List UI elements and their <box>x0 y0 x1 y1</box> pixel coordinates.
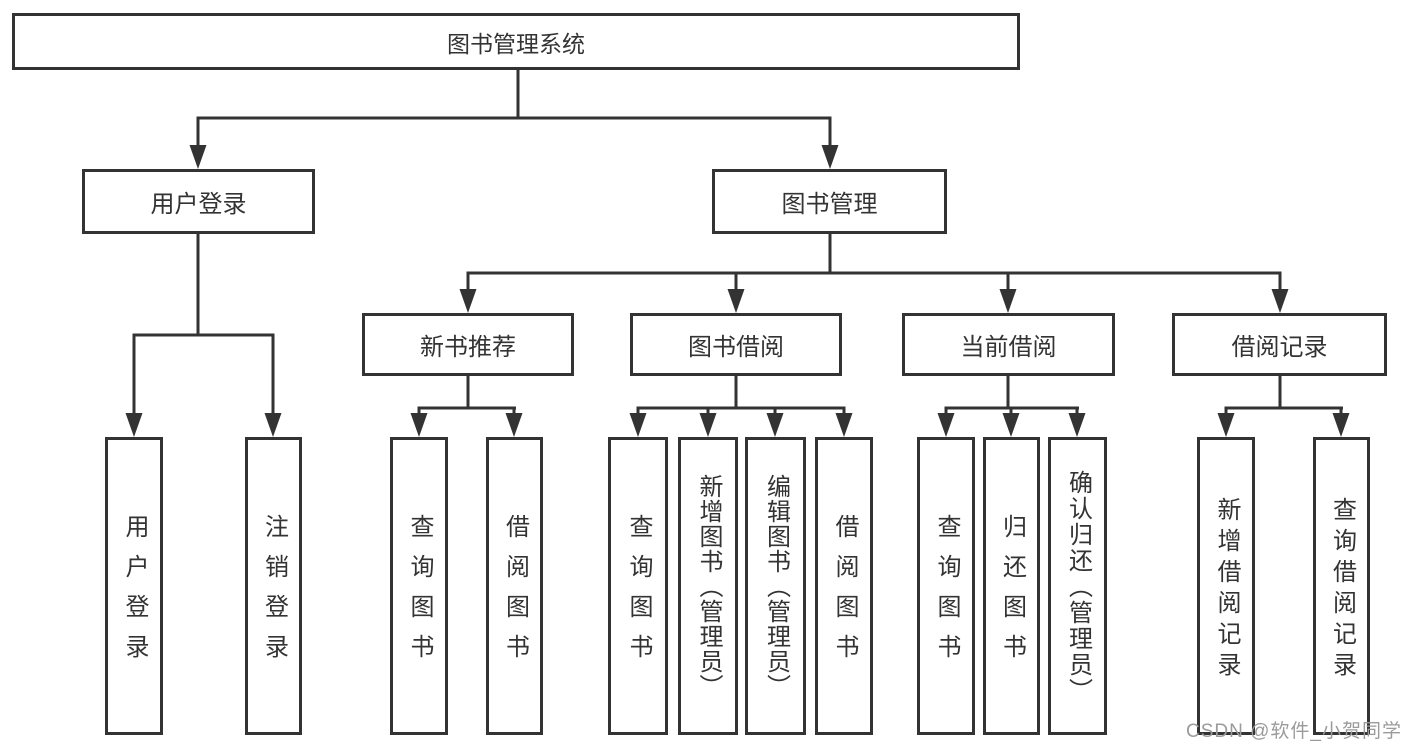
leaf-edit-books-admin: 编辑图书（管理员） <box>745 437 806 735</box>
node-label: 借阅记录 <box>1231 334 1328 361</box>
leaf-label: 新增借阅记录 <box>1213 496 1240 683</box>
node-library-management-system: 图书管理系统 <box>12 13 1020 70</box>
leaf-add-borrow-record: 新增借阅记录 <box>1197 437 1255 735</box>
leaf-confirm-return-admin: 确认归还（管理员） <box>1048 437 1107 735</box>
leaf-label: 注销登录 <box>260 514 288 674</box>
leaf-label: 新增图书（管理员） <box>695 474 722 699</box>
leaf-label: 确认归还（管理员） <box>1064 470 1092 704</box>
leaf-borrow-books-recommend: 借阅图书 <box>486 437 543 735</box>
leaf-query-books-borrowing: 查询图书 <box>608 437 668 735</box>
node-current-borrowing: 当前借阅 <box>902 313 1115 376</box>
arrowhead-group <box>125 145 1350 437</box>
leaf-label: 借阅图书 <box>831 514 858 674</box>
csdn-watermark: CSDN @软件_小贺同学 <box>1186 721 1402 742</box>
leaf-borrow-books-borrowing: 借阅图书 <box>815 437 873 735</box>
node-book-borrowing: 图书借阅 <box>630 313 842 376</box>
leaf-query-books-recommend: 查询图书 <box>390 437 448 735</box>
leaf-label: 编辑图书（管理员） <box>762 474 790 699</box>
node-label: 用户登录 <box>150 191 247 218</box>
leaf-add-books-admin: 新增图书（管理员） <box>678 437 738 735</box>
node-borrowing-records: 借阅记录 <box>1172 313 1387 376</box>
node-label: 当前借阅 <box>960 334 1057 361</box>
node-new-book-recommendation: 新书推荐 <box>362 313 574 376</box>
node-label: 图书管理 <box>781 191 878 218</box>
node-label: 图书管理系统 <box>447 30 585 57</box>
leaf-label: 借阅图书 <box>501 514 529 674</box>
node-label: 新书推荐 <box>420 334 516 361</box>
leaf-user-login: 用户登录 <box>105 437 163 735</box>
leaf-label: 查询图书 <box>933 514 960 674</box>
node-user-login: 用户登录 <box>82 169 315 234</box>
leaf-query-borrow-record: 查询借阅记录 <box>1313 437 1370 735</box>
node-label: 图书借阅 <box>688 334 784 361</box>
leaf-label: 用户登录 <box>121 514 148 674</box>
leaf-query-books-current: 查询图书 <box>917 437 975 735</box>
leaf-label: 查询借阅记录 <box>1328 496 1356 683</box>
leaf-label: 查询图书 <box>625 514 652 674</box>
leaf-logout: 注销登录 <box>245 437 302 735</box>
leaf-label: 归还图书 <box>998 514 1026 674</box>
leaf-return-books: 归还图书 <box>983 437 1040 735</box>
leaf-label: 查询图书 <box>406 514 433 674</box>
node-book-management: 图书管理 <box>712 169 947 234</box>
